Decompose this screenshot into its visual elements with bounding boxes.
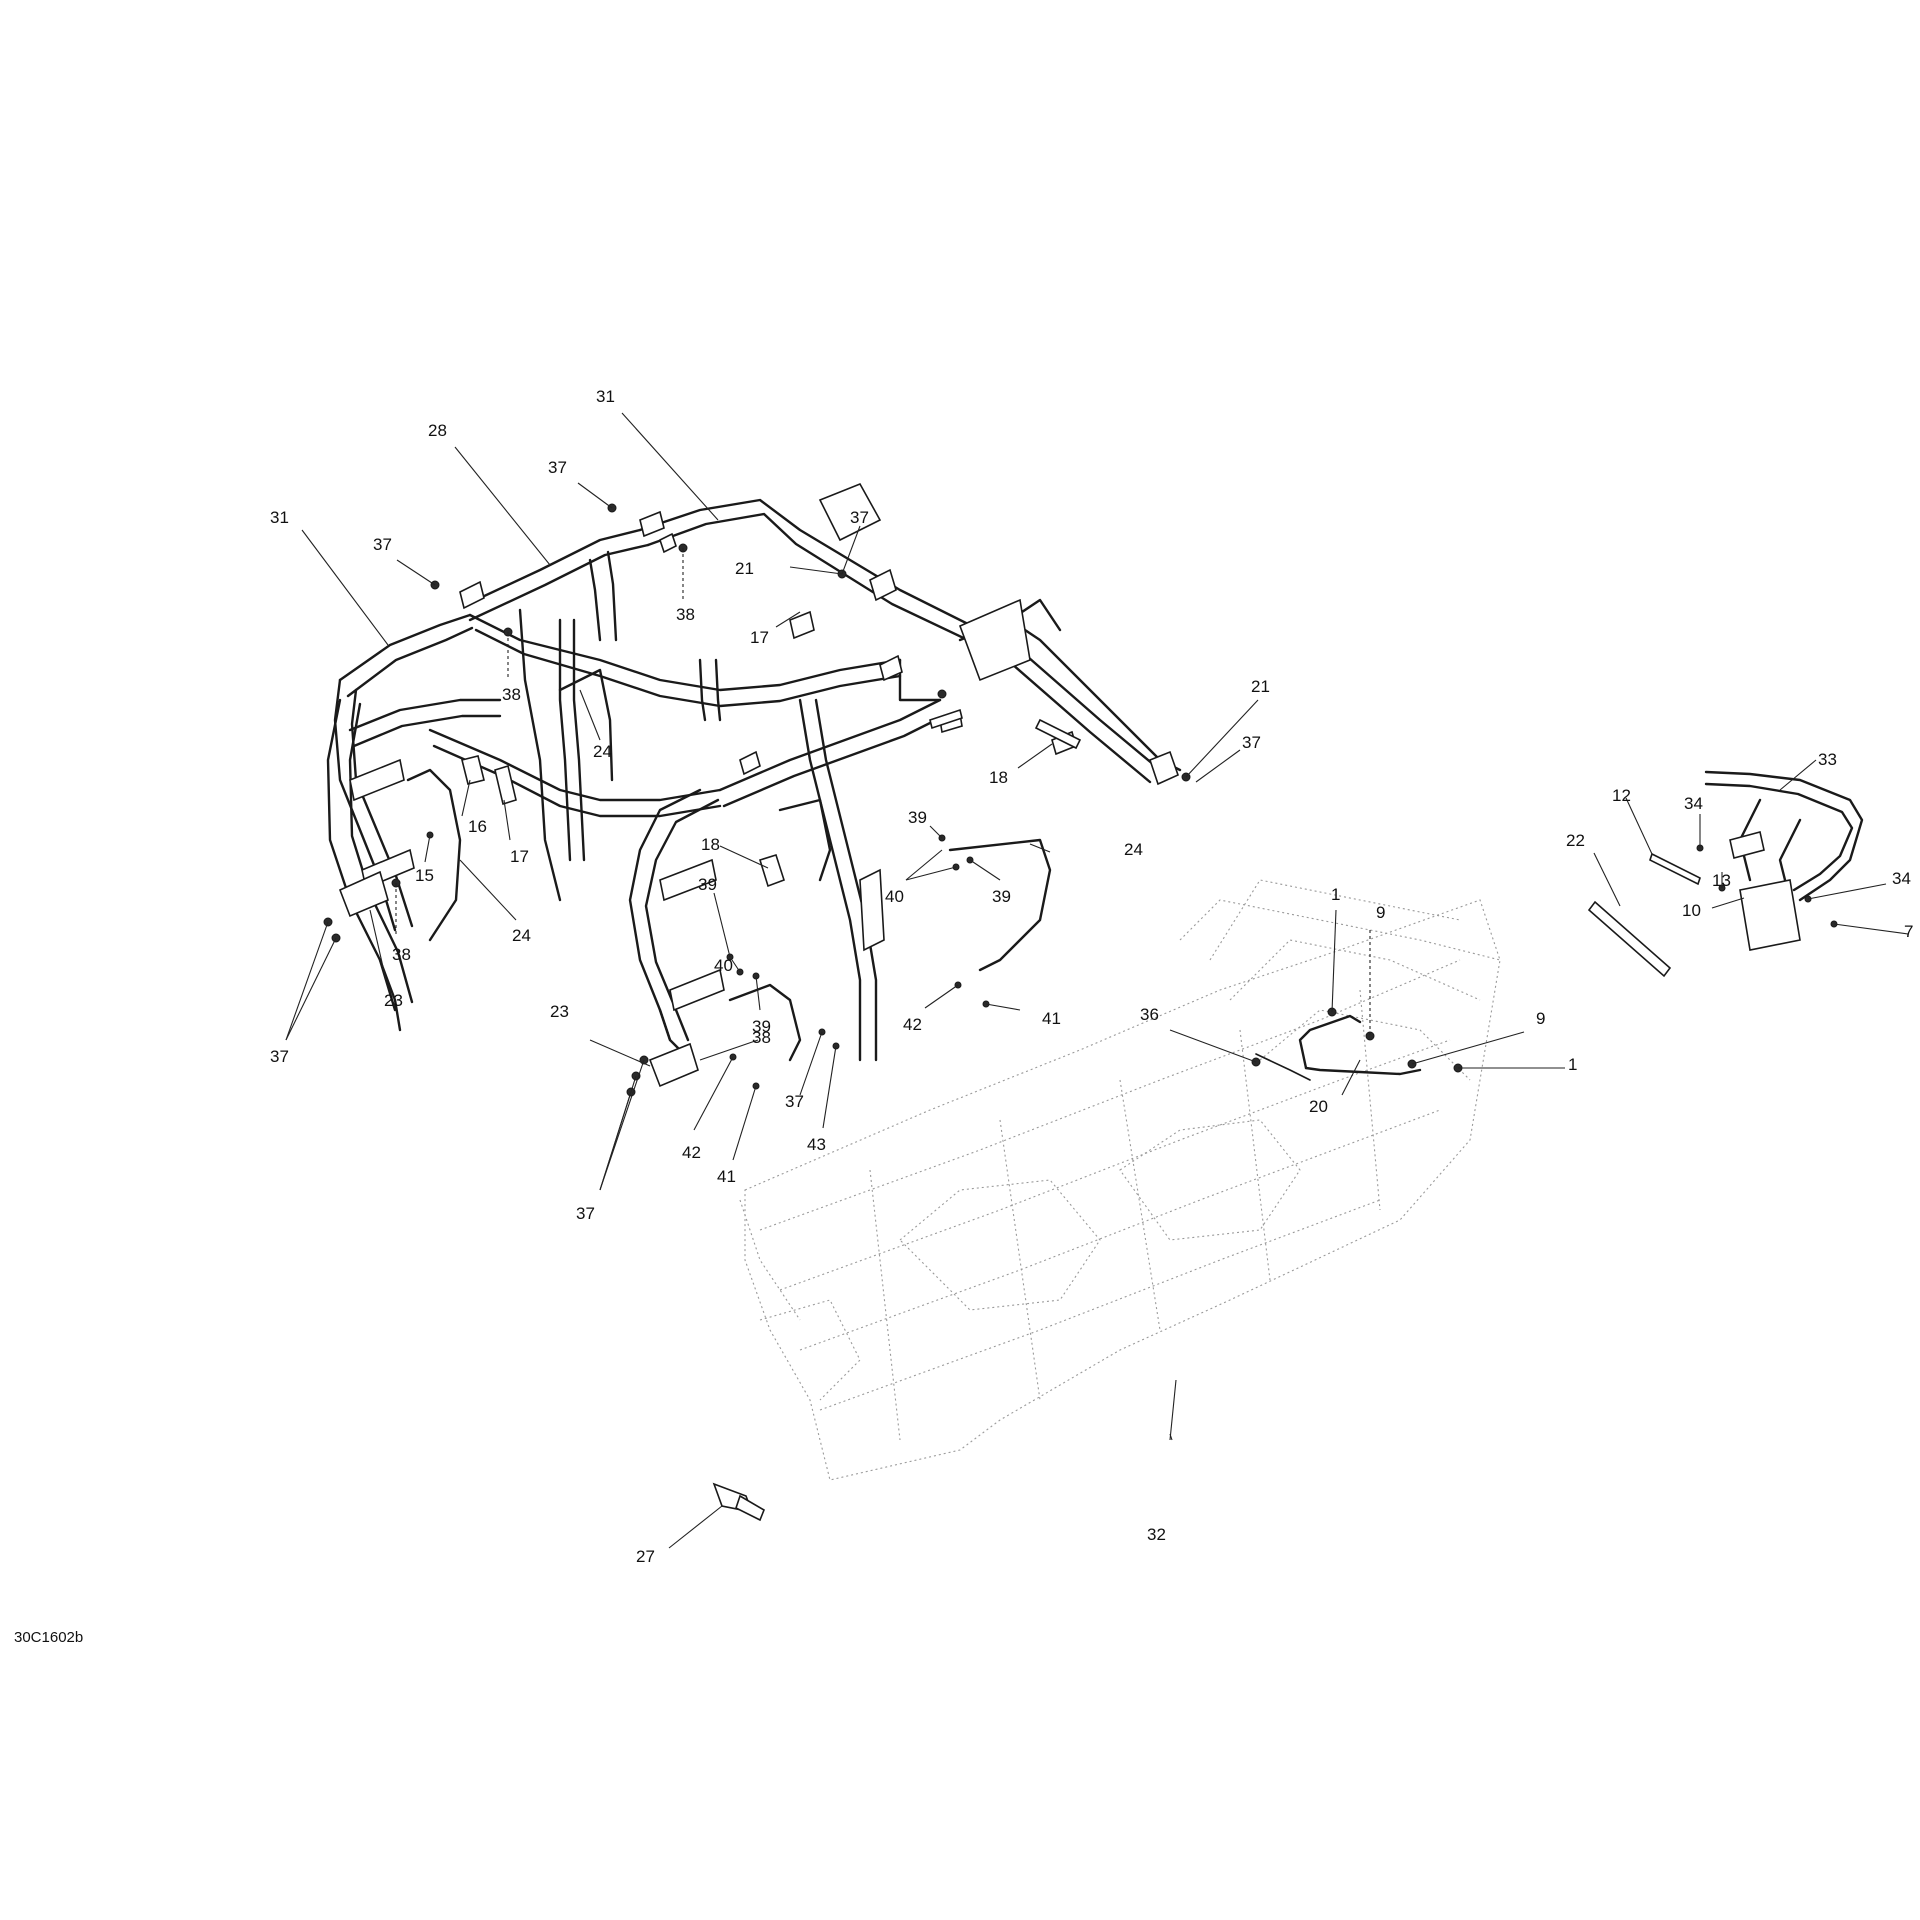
callout-36: 36 <box>1140 1005 1159 1024</box>
callout-13: 13 <box>1712 871 1731 890</box>
callout-21: 21 <box>735 559 754 578</box>
callout-38: 38 <box>502 685 521 704</box>
callout-39: 39 <box>698 875 717 894</box>
callout-17: 17 <box>510 847 529 866</box>
callout-22: 22 <box>1566 831 1585 850</box>
callout-37: 37 <box>850 508 869 527</box>
bracket-27 <box>712 1482 765 1522</box>
callout-23: 23 <box>550 1002 569 1021</box>
callout-1: 1 <box>1331 885 1340 904</box>
callout-37: 37 <box>548 458 567 477</box>
callout-33: 33 <box>1818 750 1837 769</box>
callout-18: 18 <box>989 768 1008 787</box>
callout-37: 37 <box>576 1204 595 1223</box>
callout-34: 34 <box>1684 794 1703 813</box>
callout-27: 27 <box>636 1547 655 1566</box>
callout-28: 28 <box>428 421 447 440</box>
callout-37: 37 <box>270 1047 289 1066</box>
callout-34: 34 <box>1892 869 1911 888</box>
callout-18: 18 <box>701 835 720 854</box>
callout-1: 1 <box>1568 1055 1577 1074</box>
drawing-code: 30C1602b <box>14 1629 84 1646</box>
callout-24: 24 <box>1124 840 1143 859</box>
rear-part-33 <box>1704 770 1864 951</box>
callout-17: 17 <box>750 628 769 647</box>
callout-42: 42 <box>682 1143 701 1162</box>
callout-23: 23 <box>384 991 403 1010</box>
callout-10: 10 <box>1682 901 1701 920</box>
roll-cage <box>326 482 1182 1088</box>
rear-strips <box>1587 852 1701 978</box>
callout-38: 38 <box>676 605 695 624</box>
callout-38: 38 <box>392 945 411 964</box>
callout-16: 16 <box>468 817 487 836</box>
leader-lines <box>285 412 1909 1549</box>
callout-43: 43 <box>807 1135 826 1154</box>
bar-20 <box>1255 1014 1422 1081</box>
callout-24: 24 <box>593 742 612 761</box>
callout-37: 37 <box>373 535 392 554</box>
callout-24: 24 <box>512 926 531 945</box>
callout-42: 42 <box>903 1015 922 1034</box>
callout-39: 39 <box>908 808 927 827</box>
callout-9: 9 <box>1376 903 1385 922</box>
callout-31-top: 31 <box>596 387 615 406</box>
callout-41: 41 <box>717 1167 736 1186</box>
callout-20: 20 <box>1309 1097 1328 1116</box>
callout-9: 9 <box>1536 1009 1545 1028</box>
chassis-frame-ghost <box>739 879 1501 1481</box>
callout-37: 37 <box>1242 733 1261 752</box>
callout-labels: 31 28 37 31 37 37 21 38 17 38 24 21 37 1… <box>270 387 1913 1566</box>
callout-7: 7 <box>1904 922 1913 941</box>
callout-40: 40 <box>885 887 904 906</box>
callout-12: 12 <box>1612 786 1631 805</box>
callout-39: 39 <box>992 887 1011 906</box>
callout-37: 37 <box>785 1092 804 1111</box>
callout-21: 21 <box>1251 677 1270 696</box>
callout-15: 15 <box>415 866 434 885</box>
callout-32: 32 <box>1147 1525 1166 1544</box>
callout-31-left: 31 <box>270 508 289 527</box>
callout-38: 38 <box>752 1028 771 1047</box>
callout-40: 40 <box>714 956 733 975</box>
callout-41: 41 <box>1042 1009 1061 1028</box>
callout-39: 39 <box>752 1017 771 1036</box>
